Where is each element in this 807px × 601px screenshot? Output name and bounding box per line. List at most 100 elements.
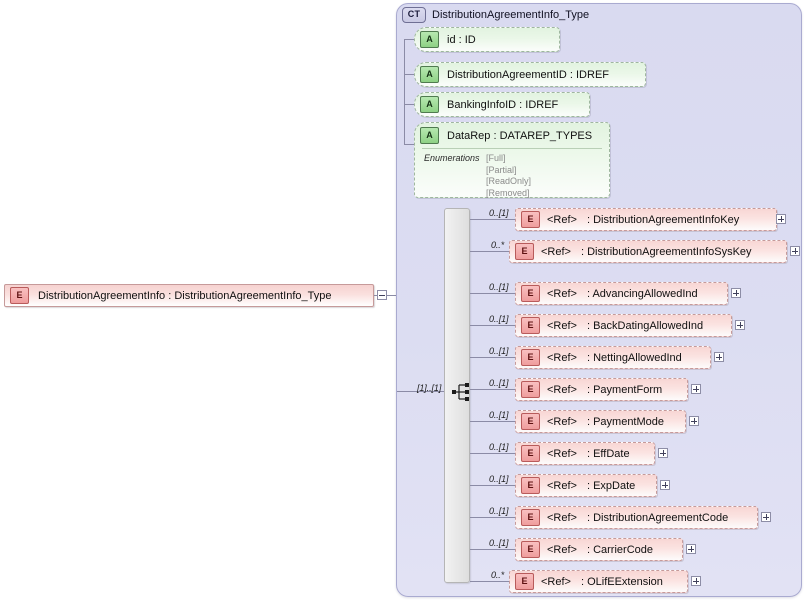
connector-attr-3 [404,104,414,105]
sequence-bar[interactable] [444,208,470,583]
element-icon: E [521,477,540,494]
enumerations-values: [Full] [Partial] [ReadOnly] [Removed] [486,153,531,199]
element-expand-toggle[interactable] [731,288,741,298]
element-expand-toggle[interactable] [776,214,786,224]
attribute-icon: A [420,96,439,113]
element-cardinality: 0..* [491,570,505,580]
element-icon: E [521,445,540,462]
element-ref: <Ref> [547,415,577,428]
element-icon: E [521,285,540,302]
element-row-nettingallowedind[interactable]: E <Ref> : NettingAllowedInd [515,346,711,369]
connector-element-5 [470,357,515,358]
attribute-row-datarep[interactable]: A DataRep : DATAREP_TYPES Enumerations [… [414,122,610,198]
element-icon: E [521,211,540,228]
element-ref: <Ref> [547,383,577,396]
element-expand-toggle[interactable] [660,480,670,490]
element-name: : EffDate [586,447,630,460]
connector-element-11 [470,549,515,550]
attribute-row-id[interactable]: A id : ID [414,27,560,52]
element-expand-toggle[interactable] [689,416,699,426]
element-expand-toggle[interactable] [761,512,771,522]
element-cardinality: 0..[1] [489,208,509,218]
attribute-row-bankinginfoid[interactable]: A BankingInfoID : IDREF [414,92,590,117]
connector-element-6 [470,389,515,390]
attribute-label: id : ID [447,33,476,46]
element-cardinality: 0..[1] [489,506,509,516]
complextype-title: DistributionAgreementInfo_Type [432,8,590,21]
element-row-distributionagreementinfosyskey[interactable]: E <Ref> : DistributionAgreementInfoSysKe… [509,240,787,263]
element-name: : PaymentForm [586,383,663,396]
element-name: : NettingAllowedInd [586,351,682,364]
connector-element-7 [470,421,515,422]
attribute-row-distributionagreementid[interactable]: A DistributionAgreementID : IDREF [414,62,646,87]
connector-attr-1 [404,39,414,40]
element-icon: E [521,541,540,558]
element-cardinality: 0..[1] [489,442,509,452]
element-name: : ExpDate [586,479,636,492]
connector-element-1 [470,219,515,220]
element-expand-toggle[interactable] [735,320,745,330]
element-cardinality: 0..[1] [489,474,509,484]
element-icon: E [521,509,540,526]
element-expand-toggle[interactable] [790,246,800,256]
attribute-icon: A [420,31,439,48]
attribute-label: DataRep : DATAREP_TYPES [447,129,593,142]
element-row-olifeextension[interactable]: E <Ref> : OLifEExtension [509,570,688,593]
element-expand-toggle[interactable] [714,352,724,362]
connector-root-right-stub [374,295,377,296]
element-row-expdate[interactable]: E <Ref> : ExpDate [515,474,657,497]
element-ref: <Ref> [547,479,577,492]
element-name: : DistributionAgreementCode [586,511,729,524]
element-expand-toggle[interactable] [658,448,668,458]
element-ref: <Ref> [547,287,577,300]
connector-attribute-spine [404,39,405,144]
enum-value: [Partial] [486,164,517,175]
element-row-distributionagreementcode[interactable]: E <Ref> : DistributionAgreementCode [515,506,758,529]
element-row-paymentform[interactable]: E <Ref> : PaymentForm [515,378,688,401]
element-row-carriercode[interactable]: E <Ref> : CarrierCode [515,538,683,561]
element-row-advancingallowedind[interactable]: E <Ref> : AdvancingAllowedInd [515,282,728,305]
element-icon: E [515,243,534,260]
element-icon: E [521,413,540,430]
complextype-icon: CT [402,6,426,23]
attribute-label: BankingInfoID : IDREF [447,98,559,111]
enum-value: [Removed] [486,187,530,198]
connector-sequence-in [417,391,452,392]
connector-attr-4 [404,144,414,145]
element-ref: <Ref> [547,543,577,556]
element-name: : DistributionAgreementInfoKey [586,213,740,226]
connector-element-4 [470,325,515,326]
root-element-node[interactable]: E DistributionAgreementInfo : Distributi… [4,284,374,307]
enum-value: [Full] [486,153,506,163]
element-name: : OLifEExtension [580,575,663,588]
element-expand-toggle[interactable] [686,544,696,554]
element-row-paymentmode[interactable]: E <Ref> : PaymentMode [515,410,686,433]
element-name: : CarrierCode [586,543,653,556]
connector-attr-2 [404,74,414,75]
element-cardinality: 0..[1] [489,410,509,420]
connector-element-8 [470,453,515,454]
element-ref: <Ref> [541,575,571,588]
element-expand-toggle[interactable] [691,576,701,586]
element-icon: E [521,381,540,398]
complextype-header: CT DistributionAgreementInfo_Type [402,6,589,23]
root-collapse-toggle[interactable] [377,290,387,300]
sequence-cardinality: [1]..[1] [417,383,442,393]
connector-container-to-sequence [397,391,417,392]
element-cardinality: 0..[1] [489,538,509,548]
attribute-datarep-header: A DataRep : DATAREP_TYPES [415,123,609,148]
sequence-icon [452,383,469,401]
element-name: : DistributionAgreementInfoSysKey [580,245,752,258]
element-cardinality: 0..[1] [489,314,509,324]
enum-divider [422,148,602,149]
connector-element-9 [470,485,515,486]
element-name: : PaymentMode [586,415,665,428]
element-cardinality: 0..[1] [489,346,509,356]
element-icon: E [521,317,540,334]
connector-root-to-container [387,295,397,296]
element-expand-toggle[interactable] [691,384,701,394]
element-row-backdatingallowedind[interactable]: E <Ref> : BackDatingAllowedInd [515,314,732,337]
element-row-distributionagreementinfokey[interactable]: E <Ref> : DistributionAgreementInfoKey [515,208,777,231]
element-row-effdate[interactable]: E <Ref> : EffDate [515,442,655,465]
